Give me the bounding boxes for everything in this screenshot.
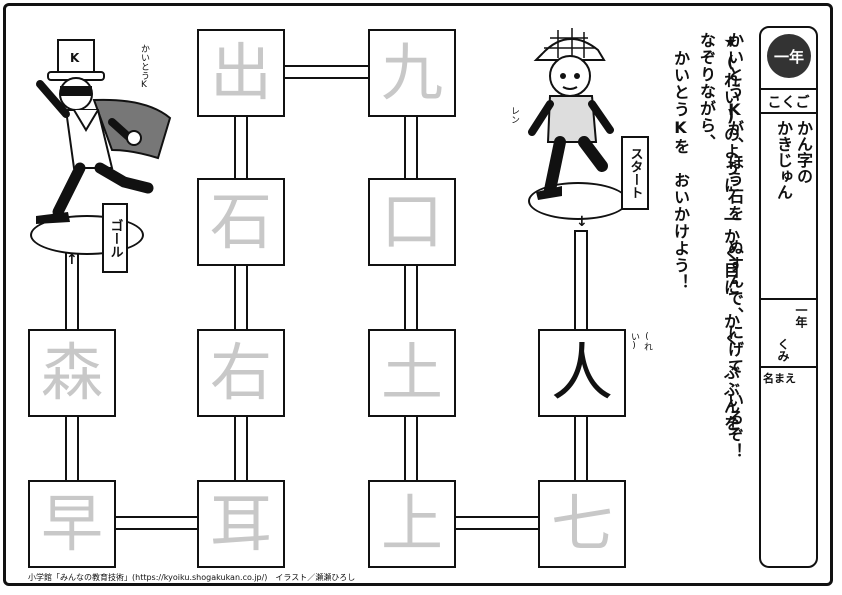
boy-label: レン bbox=[509, 106, 519, 124]
char-box[interactable]: 九 bbox=[368, 29, 456, 117]
char-box[interactable]: 七 bbox=[538, 480, 626, 568]
worksheet-frame bbox=[3, 3, 833, 586]
char-box-example[interactable]: 人 bbox=[538, 329, 626, 417]
instruction-line3: かいとうKを おいかけよう！ bbox=[671, 50, 690, 291]
path-bottom-right bbox=[452, 516, 542, 530]
char-box[interactable]: 右 bbox=[197, 329, 285, 417]
name-label: 名まえ bbox=[763, 372, 796, 385]
char-box[interactable]: 早 bbox=[28, 480, 116, 568]
char-box[interactable]: 口 bbox=[368, 178, 456, 266]
thief-label: かいとうK bbox=[139, 44, 149, 90]
grade-badge: 一年 bbox=[767, 34, 811, 78]
name-field[interactable] bbox=[761, 386, 816, 566]
char-box[interactable]: 耳 bbox=[197, 480, 285, 568]
goal-arrow-icon: ↑ bbox=[66, 252, 78, 268]
goal-sign: ゴール bbox=[102, 203, 128, 273]
path-bottom-left bbox=[112, 516, 202, 530]
info-panel: 一年 こくご かん字の かきじゅん 一年 くみ 名まえ bbox=[759, 26, 818, 568]
char-box[interactable]: 土 bbox=[368, 329, 456, 417]
boy-illustration bbox=[528, 28, 614, 200]
start-arrow-icon: ↓ bbox=[576, 214, 588, 230]
char-box[interactable]: 上 bbox=[368, 480, 456, 568]
title-line1: かん字の bbox=[794, 120, 813, 184]
char-box[interactable]: 石 bbox=[197, 178, 285, 266]
example-label: (れい) bbox=[629, 332, 652, 351]
thief-illustration: K bbox=[36, 39, 172, 224]
svg-text:K: K bbox=[70, 51, 80, 65]
path-col2 bbox=[234, 110, 248, 490]
path-top bbox=[282, 65, 372, 79]
title-line2: かきじゅん bbox=[774, 120, 793, 200]
instruction-line2: ★(れい)のように 一かく目に かく ぶぶんを なぞりながら、 bbox=[697, 32, 740, 449]
subject-label: こくご bbox=[767, 95, 810, 111]
char-box[interactable]: 森 bbox=[28, 329, 116, 417]
path-col3 bbox=[404, 110, 418, 490]
char-box[interactable]: 出 bbox=[197, 29, 285, 117]
footer-credit: 小学館「みんなの教育技術」(https://kyoiku.shogakukan.… bbox=[28, 573, 356, 582]
class-label: 一年 bbox=[794, 304, 808, 328]
instruction-line1: かいとうKが、ほう石を ぬすんで、にげて いるぞ！ bbox=[725, 32, 744, 460]
kumi-label: くみ bbox=[776, 338, 790, 362]
start-sign: スタート bbox=[621, 136, 649, 210]
